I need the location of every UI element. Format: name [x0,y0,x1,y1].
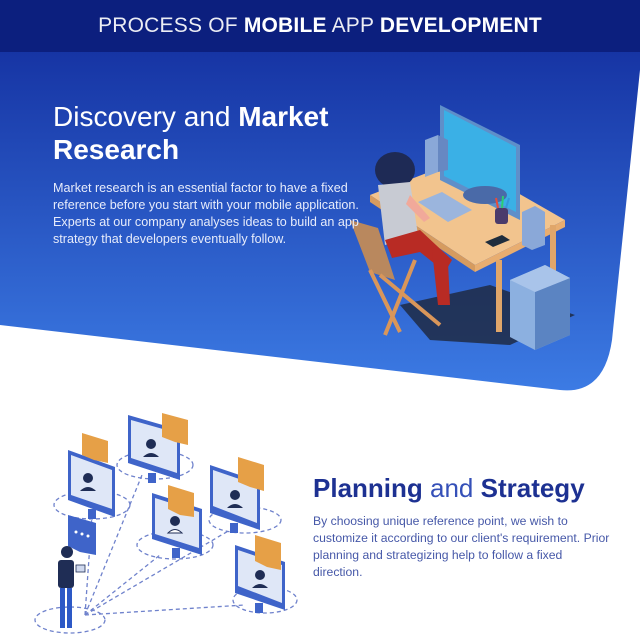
planning-title-bold: Planning [313,473,423,503]
discovery-title-bold: Market [238,101,329,132]
discovery-title: Discovery and Market Research [53,100,383,166]
monitor-4 [210,457,264,533]
monitor-5 [235,535,285,613]
video-conference-network-illustration [34,413,298,634]
planning-body: By choosing unique reference point, we w… [313,514,610,579]
page-header: PROCESS OF MOBILE APP DEVELOPMENT [0,0,640,52]
monitor-2 [128,413,188,483]
discovery-body: Market research is an essential factor t… [53,181,359,246]
planning-title: Planning and Strategy [313,472,613,504]
planning-title-light: and [422,473,481,503]
planning-title-bold: Strategy [480,473,585,503]
discovery-title-light: Discovery and [53,101,239,132]
monitor-1 [68,433,115,519]
header-title-part: MOBILE [243,14,327,37]
header-title-part: PROCESS OF [98,14,244,37]
discovery-title-bold: Research [53,134,180,165]
header-title-part: APP [326,14,380,37]
discovery-section: Discovery and Market Research Market res… [53,100,383,248]
monitor-3 [152,485,202,558]
header-title-part: DEVELOPMENT [379,14,542,37]
planning-section: Planning and Strategy By choosing unique… [313,472,613,581]
woman-working-at-desk-illustration [350,105,575,350]
